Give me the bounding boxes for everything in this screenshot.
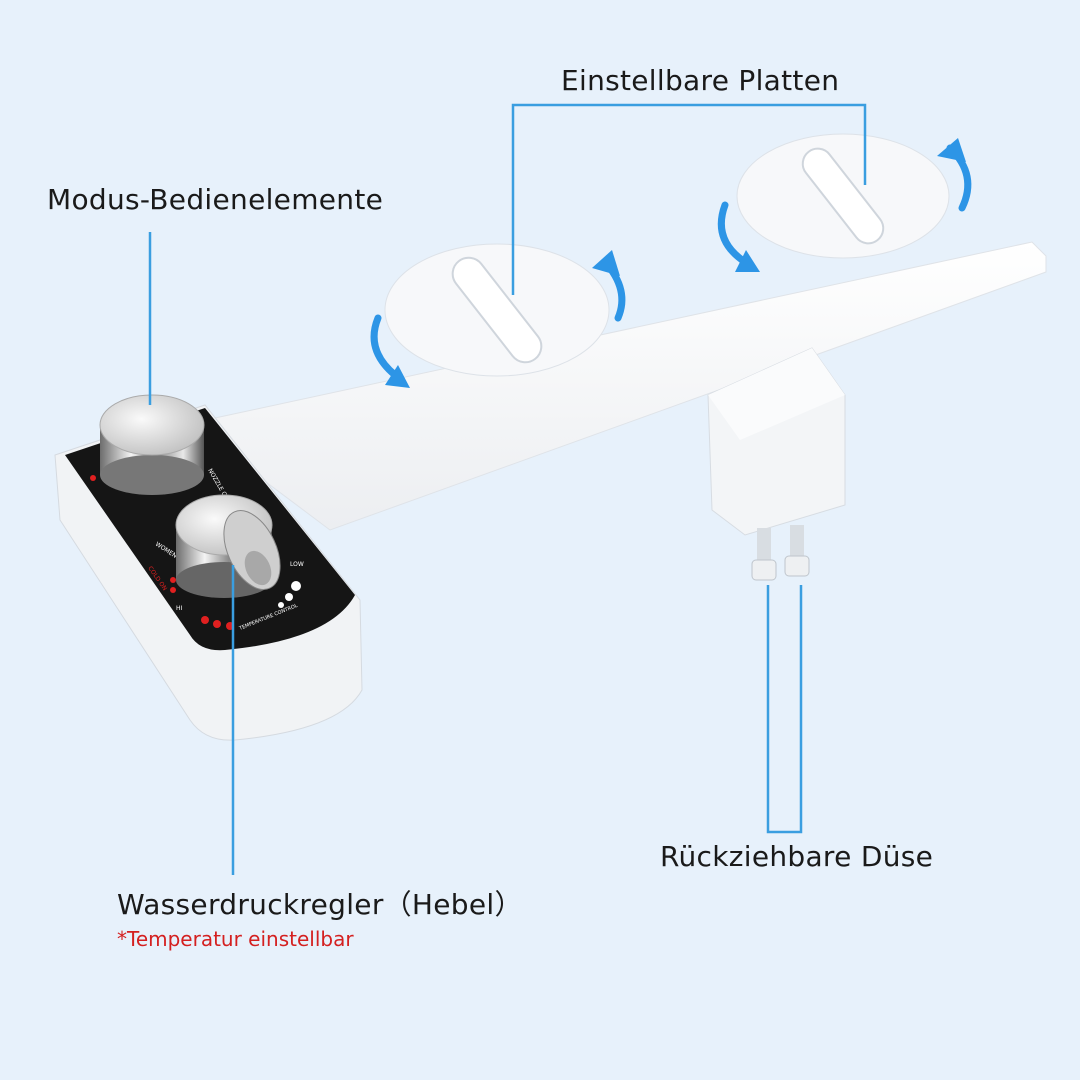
nozzle-label: Rückziehbare Düse xyxy=(660,840,934,873)
hi-label: HI xyxy=(176,605,183,612)
bidet-bar xyxy=(214,241,1047,531)
mode-controls-label: Modus-Bedienelemente xyxy=(47,183,384,216)
nozzle-callout-line xyxy=(766,585,803,834)
rotate-arrow-icon xyxy=(370,314,399,379)
rotate-arrow-icon xyxy=(717,201,749,266)
nozzle-housing xyxy=(707,347,846,581)
nozzle-tip xyxy=(751,559,777,581)
control-box: WOMEN CLEANING NOZZLE CLEANING LOW HI CO… xyxy=(54,394,363,741)
low-label: LOW xyxy=(290,561,304,568)
pressure-lever-label: Wasserdruckregler（Hebel） xyxy=(117,888,523,921)
mode-knob xyxy=(99,394,205,495)
adjustable-plate-right xyxy=(736,133,950,259)
plates-label: Einstellbare Platten xyxy=(561,64,840,97)
nozzle-tip xyxy=(784,555,810,577)
plates-callout-line xyxy=(511,103,867,295)
pressure-lever-knob xyxy=(175,494,281,598)
adjustable-plate-left xyxy=(384,243,610,377)
temperature-note: *Temperatur einstellbar xyxy=(117,927,354,951)
